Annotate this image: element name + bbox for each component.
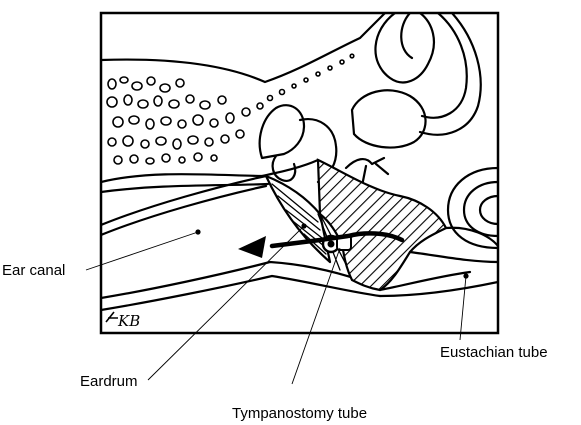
label-ear-canal: Ear canal <box>2 262 65 279</box>
label-tympanostomy-tube: Tympanostomy tube <box>232 405 367 422</box>
label-eardrum: Eardrum <box>80 373 138 390</box>
label-eustachian-tube: Eustachian tube <box>440 344 548 361</box>
artist-initials: KB <box>117 312 140 330</box>
